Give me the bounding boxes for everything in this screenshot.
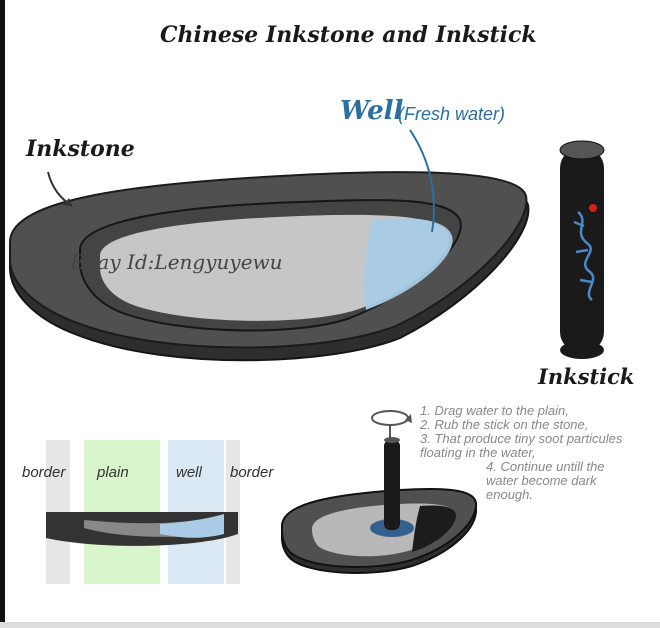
inkstone-small xyxy=(281,437,478,574)
water-in-well xyxy=(160,514,224,538)
rotation-arrow-icon xyxy=(371,410,412,440)
instruction-step: 4. Continue untill the xyxy=(486,459,605,474)
left-edge-bar xyxy=(0,0,5,628)
inkstone-label: Inkstone xyxy=(26,136,135,162)
instruction-step: 1. Drag water to the plain, xyxy=(420,403,569,418)
inkstone-well-water xyxy=(364,218,453,310)
inkstick-label: Inkstick xyxy=(538,364,635,389)
cross-section xyxy=(46,440,240,584)
dragon-emblem-icon xyxy=(573,211,595,301)
instruction-step: floating in the water, xyxy=(420,445,536,460)
inkstone-large xyxy=(9,171,530,362)
fresh-water-label: (Fresh water) xyxy=(398,104,506,124)
inkstick-large xyxy=(559,140,605,359)
watermark-text: Ebay Id:Lengyuyewu xyxy=(70,250,283,274)
well-label: Well xyxy=(340,96,404,126)
cross-section-border-right-label: border xyxy=(230,464,274,481)
red-seal-dot xyxy=(589,204,597,212)
cross-section-plain-label: plain xyxy=(97,464,129,481)
instruction-step: 3. That produce tiny soot particules xyxy=(420,431,623,446)
bottom-edge-bar xyxy=(0,622,660,628)
inkstick-small xyxy=(384,440,400,530)
instruction-step: water become dark xyxy=(486,473,597,488)
inkstone-plain xyxy=(100,214,449,321)
diagram-title: Chinese Inkstone and Inkstick xyxy=(160,22,537,48)
well-callout-line xyxy=(409,129,435,233)
pointer-arrowhead-icon xyxy=(63,198,72,206)
instruction-step: 2. Rub the stick on the stone, xyxy=(420,417,589,432)
instruction-step: enough. xyxy=(486,487,533,502)
instructions-list: 1. Drag water to the plain, 2. Rub the s… xyxy=(420,404,622,502)
cross-section-well-label: well xyxy=(176,464,202,481)
cross-section-border-left-label: border xyxy=(22,464,66,481)
